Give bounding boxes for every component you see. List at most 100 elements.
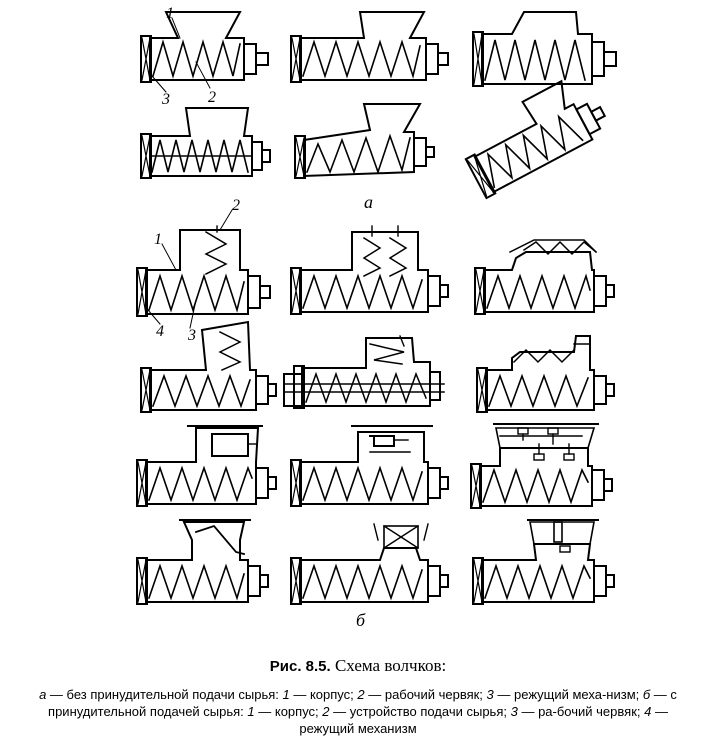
housing-outline bbox=[301, 337, 431, 407]
legend-item: — рабочий червяк; bbox=[364, 687, 487, 702]
label-b-worm: 3 bbox=[187, 327, 196, 344]
hopper-casing bbox=[529, 521, 595, 545]
feed-screw bbox=[522, 240, 598, 256]
feed-screw bbox=[369, 343, 405, 365]
housing-outline bbox=[149, 320, 257, 411]
label-a-body: 1 bbox=[166, 5, 174, 22]
cutter-block bbox=[476, 367, 488, 413]
housing-outline bbox=[481, 543, 595, 603]
shaft-end bbox=[425, 146, 435, 158]
drive-block bbox=[243, 43, 257, 75]
cutter-block bbox=[290, 557, 302, 605]
shaft-end bbox=[261, 149, 271, 163]
cutter-cross-icon bbox=[141, 37, 151, 81]
legend-num: 2 bbox=[322, 704, 330, 719]
drive-block bbox=[591, 469, 605, 501]
pusher-box bbox=[211, 433, 249, 457]
figure-caption-legend: а — без принудительной подачи сырья: 1 —… bbox=[22, 686, 694, 737]
scheme-b2 bbox=[290, 225, 449, 315]
worm-screw bbox=[305, 133, 411, 175]
housing-outline bbox=[299, 431, 429, 505]
housing-outline bbox=[145, 229, 249, 315]
cutter-block bbox=[294, 135, 306, 179]
scheme-b6 bbox=[476, 335, 615, 413]
pusher-plate bbox=[547, 427, 559, 435]
drive-block bbox=[427, 275, 441, 307]
shaft-end bbox=[437, 52, 449, 66]
shaft-end bbox=[605, 284, 615, 298]
worm-screw bbox=[305, 371, 427, 405]
feed-shaft bbox=[399, 335, 405, 347]
feed-screw bbox=[362, 236, 382, 278]
scheme-a3 bbox=[472, 11, 617, 87]
legend-letter-a: а bbox=[39, 687, 47, 702]
shaft-end bbox=[259, 285, 271, 299]
figure-title: Схема волчков: bbox=[334, 656, 447, 675]
label-a-cutter: 3 bbox=[161, 91, 170, 108]
worm-screw bbox=[147, 563, 245, 601]
shaft-end bbox=[439, 574, 449, 588]
worm-screw bbox=[481, 467, 590, 505]
shaft-end bbox=[255, 52, 269, 66]
cutter-cross-icon bbox=[137, 461, 147, 505]
legend-num: 2 bbox=[357, 687, 365, 702]
cutter-cross-icon bbox=[475, 269, 485, 313]
legend-item: — корпус; bbox=[254, 704, 323, 719]
worm-screw bbox=[301, 563, 424, 601]
housing-outline bbox=[481, 11, 593, 85]
drive-block bbox=[591, 41, 605, 77]
drive-block bbox=[429, 371, 441, 401]
cutter-block bbox=[474, 267, 486, 315]
cutter-cross-icon bbox=[141, 369, 151, 411]
cutter-cross-icon bbox=[477, 369, 487, 411]
cutter-block bbox=[464, 153, 497, 200]
cutter-cross-icon bbox=[141, 135, 151, 177]
drive-block bbox=[247, 565, 261, 597]
scheme-b11 bbox=[290, 523, 449, 605]
figure-caption-title: Рис. 8.5. Схема волчков: bbox=[0, 656, 716, 676]
worm-screw bbox=[151, 373, 252, 409]
legend-num: 3 bbox=[510, 704, 518, 719]
leader-lines-b bbox=[147, 209, 233, 329]
worm-screw bbox=[152, 39, 241, 79]
plunger bbox=[553, 521, 563, 543]
shaft-end bbox=[605, 574, 615, 588]
cutter-block bbox=[472, 557, 484, 605]
hopper-casing bbox=[495, 427, 596, 449]
drive-block bbox=[251, 141, 263, 171]
feeder-side-guide bbox=[373, 523, 379, 541]
feed-screw bbox=[218, 330, 242, 371]
housing-outline bbox=[485, 335, 595, 411]
scheme-b10 bbox=[136, 519, 269, 605]
legend-letter-b: б bbox=[642, 687, 651, 702]
housing-outline bbox=[483, 251, 595, 313]
scheme-a6 bbox=[464, 79, 607, 200]
legend-num: 1 bbox=[282, 687, 290, 702]
worm-screw bbox=[301, 273, 424, 311]
cutter-cross-icon bbox=[473, 559, 483, 603]
worm-screw bbox=[147, 273, 245, 313]
drive-block bbox=[425, 43, 439, 75]
drive-block bbox=[593, 275, 607, 307]
feed-screw bbox=[512, 348, 576, 364]
drive-block bbox=[427, 467, 441, 499]
legend-text-b: — с принудительной подачей сырья: bbox=[48, 687, 681, 719]
scheme-b9 bbox=[470, 423, 613, 509]
shaft-end bbox=[439, 284, 449, 298]
legend-num: 3 bbox=[486, 687, 494, 702]
pusher-plate bbox=[563, 453, 575, 461]
legend-item: — корпус; bbox=[289, 687, 358, 702]
cutter-block bbox=[136, 459, 148, 507]
legend-num: 4 bbox=[644, 704, 652, 719]
feeder-frame bbox=[383, 525, 419, 549]
scheme-b1 bbox=[136, 225, 271, 317]
scheme-a1 bbox=[140, 11, 269, 83]
housing-outline bbox=[479, 447, 593, 507]
shaft-end bbox=[589, 105, 607, 122]
legend-text-a: — без принудительной подачи сырья: bbox=[46, 687, 283, 702]
worm-screw bbox=[484, 39, 586, 81]
worm-screw bbox=[151, 139, 249, 173]
worm-screw bbox=[487, 373, 590, 409]
feed-screw bbox=[388, 236, 408, 278]
drive-block bbox=[593, 565, 607, 597]
